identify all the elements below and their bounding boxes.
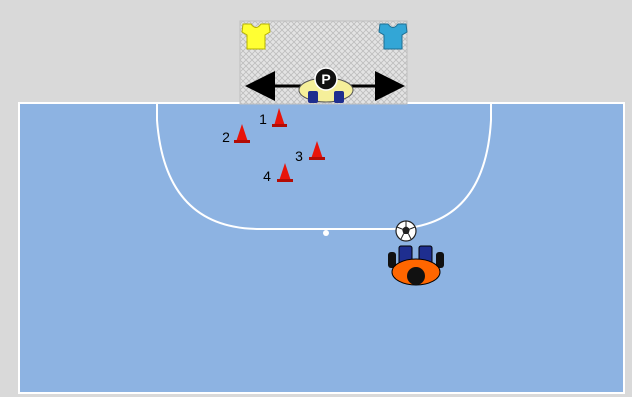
cone-4-label: 4 [263,168,271,184]
soccer-ball-icon [396,221,416,241]
cone-2-label: 2 [222,129,230,145]
cone-3-label: 3 [295,148,303,164]
penalty-spot [323,230,329,236]
cone-1-label: 1 [259,111,267,127]
goalkeeper-label: P [321,71,330,87]
court-surface [19,103,624,393]
